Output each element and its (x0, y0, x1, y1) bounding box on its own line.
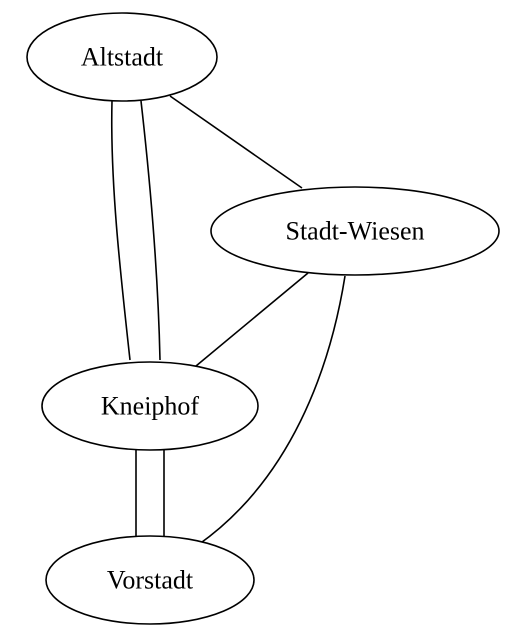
node-vorstadt: Vorstadt (45, 535, 255, 625)
edge-altstadt-kneiphof-1 (110, 100, 131, 361)
node-altstadt-label: Altstadt (81, 43, 164, 72)
edges (110, 95, 346, 546)
node-kneiphof-label: Kneiphof (101, 392, 200, 421)
edge-altstadt-stadt-wiesen (169, 95, 303, 189)
node-kneiphof-ellipse (41, 361, 259, 451)
node-stadt-wiesen: Stadt-Wiesen (210, 186, 500, 276)
node-vorstadt-label: Vorstadt (107, 566, 194, 595)
node-stadt-wiesen-label: Stadt-Wiesen (285, 217, 424, 246)
edge-stadt-wiesen-vorstadt (197, 275, 346, 546)
edge-altstadt-kneiphof-2 (140, 100, 161, 361)
node-stadt-wiesen-ellipse (210, 186, 500, 276)
node-kneiphof: Kneiphof (41, 361, 259, 451)
node-altstadt-ellipse (26, 12, 218, 102)
node-vorstadt-ellipse (45, 535, 255, 625)
edge-stadt-wiesen-kneiphof (195, 272, 309, 367)
node-altstadt: Altstadt (26, 12, 218, 102)
